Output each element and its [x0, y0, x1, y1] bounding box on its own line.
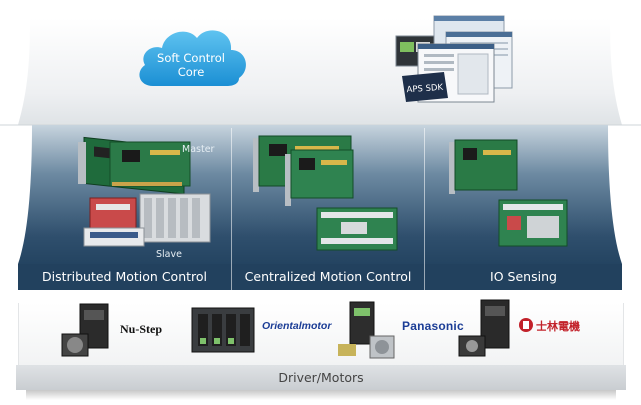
master-card-icon: [78, 136, 191, 195]
distributed-motion-hardware: [78, 136, 211, 247]
servo-drive-module-icon: [191, 307, 255, 353]
motion-card-front-icon: [285, 149, 354, 206]
section-io-sensing: IO Sensing: [490, 269, 557, 284]
centralized-motion-hardware: [253, 135, 398, 251]
io-card-icon: [449, 139, 518, 194]
shihlin-servo-icon: [458, 299, 510, 357]
soft-control-core-cloud: Soft Control Core: [139, 30, 246, 86]
software-layer-backdrop: [0, 0, 641, 130]
terminal-board-icon: [316, 207, 398, 251]
panasonic-servo-icon: [338, 301, 395, 359]
nu-step-logo: Nu-Step: [120, 322, 163, 336]
shihlin-logo-icon: [519, 318, 533, 332]
slave-label: Slave: [156, 249, 182, 260]
section-centralized-motion-control: Centralized Motion Control: [244, 269, 412, 284]
cloud-label-line1: Soft Control: [157, 51, 225, 65]
cloud-label-line2: Core: [178, 65, 205, 79]
aps-sdk-label: APS SDK: [406, 83, 444, 96]
io-terminal-board-icon: [498, 199, 568, 247]
orientalmotor-logo: Orientalmotor: [262, 320, 332, 332]
driver-motors-layer: [18, 303, 624, 365]
shihlin-electric-logo: 士林電機: [536, 320, 580, 333]
io-sensing-hardware: [449, 139, 568, 247]
master-label: Master: [182, 144, 215, 155]
driver-bar-shadow: [26, 390, 616, 400]
aps-sdk-badge: APS SDK: [402, 72, 448, 102]
aps-sdk-screens: APS SDK: [395, 15, 513, 103]
slave-module-icon: [83, 193, 211, 247]
panasonic-logo: Panasonic: [402, 319, 464, 333]
driver-motors-label: Driver/Motors: [16, 365, 626, 390]
section-distributed-motion-control: Distributed Motion Control: [41, 269, 207, 284]
nu-step-motor-icon: [61, 303, 109, 357]
